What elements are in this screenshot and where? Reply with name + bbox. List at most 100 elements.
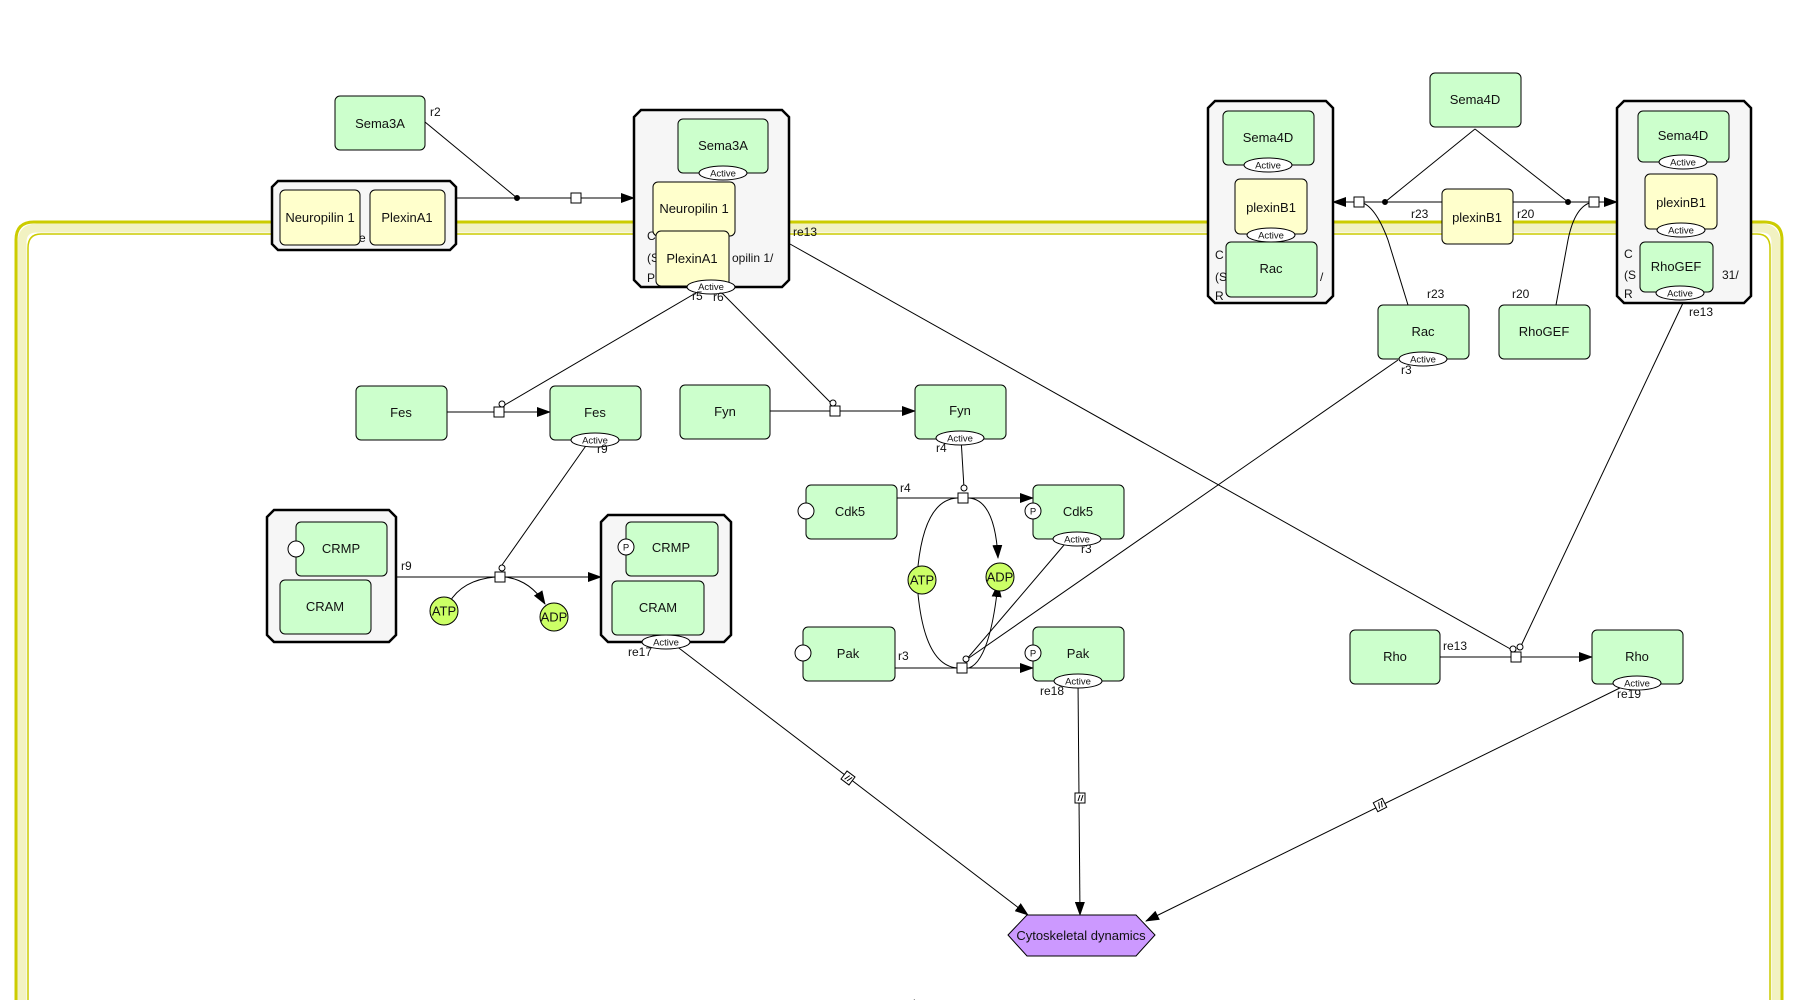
reaction-label-r3-rac: r3: [1401, 363, 1412, 377]
species-neuropilin1-in-complex[interactable]: Neuropilin 1: [652, 181, 736, 237]
reaction-label-re13: re13: [793, 225, 817, 239]
complex-sema4d-plexinb1-rhogef[interactable]: C (S R 31/ Sema4D Active plexinB1 Active…: [1615, 99, 1753, 305]
species-rho-active[interactable]: Rho Active: [1591, 629, 1684, 691]
edge-r6-modulator: [715, 286, 834, 406]
species-plexinb1-in-complex[interactable]: plexinB1 Active: [1234, 178, 1308, 243]
species-cdk5-phospho[interactable]: P Cdk5 Active: [1024, 484, 1125, 547]
svg-text:Rac: Rac: [1259, 261, 1283, 276]
process-square-icon: [1510, 651, 1522, 663]
edge-r3-atp: [917, 593, 958, 669]
svg-text:Cdk5: Cdk5: [1063, 504, 1093, 519]
svg-text:Rho: Rho: [1625, 649, 1649, 664]
species-fyn-active[interactable]: Fyn Active: [914, 384, 1007, 446]
complex-crmp-cram[interactable]: CRMP CRAM: [265, 508, 398, 644]
state-active: [641, 634, 691, 650]
svg-text:P: P: [1030, 649, 1036, 660]
cytosol-label-visible: cytosol: [878, 997, 915, 1000]
svg-text:R: R: [1215, 289, 1224, 303]
complex-sema3a-neuropilin-plexina1[interactable]: C (S opilin 1/ P Sema3A Active Neuropili…: [632, 108, 791, 295]
complex-neuropilin-plexina1[interactable]: Neuropilin 1 PlexinA1 e: [270, 179, 458, 252]
species-fes[interactable]: Fes: [355, 385, 448, 441]
species-cdk5[interactable]: Cdk5: [797, 484, 898, 540]
svg-text:Neuropilin 1: Neuropilin 1: [285, 210, 354, 225]
svg-text:/: /: [1320, 270, 1324, 284]
svg-text:CRMP: CRMP: [322, 541, 360, 556]
species-rhogef-in-complex3[interactable]: RhoGEF Active: [1639, 241, 1714, 301]
species-neuropilin1[interactable]: Neuropilin 1: [279, 189, 361, 246]
svg-text:Active: Active: [1258, 231, 1284, 242]
species-crmp-phospho[interactable]: P CRMP: [617, 521, 719, 577]
edge-r9-atp: [448, 576, 496, 604]
reaction-label-r20-rhogef: r20: [1512, 287, 1530, 301]
association-dot-icon: [1565, 199, 1571, 205]
cytosol-compartment[interactable]: [14, 220, 1784, 1000]
edge-r3-mod-rac: [965, 359, 1399, 661]
svg-text:Active: Active: [1410, 355, 1436, 366]
reaction-label-r6: r6: [713, 290, 724, 304]
species-sema3a-active[interactable]: Sema3A Active: [677, 118, 769, 181]
species-pak[interactable]: Pak: [794, 626, 896, 682]
svg-text:ADP: ADP: [541, 610, 568, 625]
modulation-circle-icon: [1509, 645, 1517, 653]
process-square-icon: [494, 571, 506, 583]
svg-text:Neuropilin 1: Neuropilin 1: [659, 201, 728, 216]
phospho-icon: [1024, 502, 1042, 520]
edge-r5-modulator: [502, 286, 707, 407]
edge-r23-sema4d: [1384, 128, 1476, 203]
state-active: [1398, 351, 1448, 367]
svg-text:Active: Active: [582, 436, 608, 447]
species-crmp[interactable]: CRMP: [287, 521, 388, 577]
modulation-circle-icon: [1516, 643, 1524, 651]
species-sema4d-in-complex3[interactable]: Sema4D Active: [1637, 110, 1730, 170]
reaction-label-r9: r9: [401, 559, 412, 573]
species-adp-r9[interactable]: ADP: [539, 602, 569, 632]
phenotype-cytoskeletal-dynamics[interactable]: Cytoskeletal dynamics: [1007, 914, 1156, 957]
state-active: [1612, 675, 1662, 691]
species-pak-phospho[interactable]: P Pak Active: [1024, 626, 1125, 689]
species-fyn[interactable]: Fyn: [679, 384, 771, 440]
svg-text:P: P: [647, 271, 655, 285]
svg-text:C: C: [647, 229, 656, 243]
species-rac[interactable]: Rac Active: [1377, 304, 1470, 367]
svg-text:RhoGEF: RhoGEF: [1651, 259, 1702, 274]
reaction-label-re17: re17: [628, 645, 652, 659]
reaction-label-r3-cdk5: r3: [1081, 542, 1092, 556]
svg-text:R: R: [1624, 287, 1633, 301]
reaction-label-re18: re18: [1040, 684, 1064, 698]
edge-r4-atp: [917, 497, 958, 567]
association-dot-icon: [1382, 199, 1388, 205]
species-atp-cdk5-pak[interactable]: ATP: [907, 565, 937, 595]
species-rhogef[interactable]: RhoGEF: [1498, 304, 1591, 360]
reaction-label-re13-rhogef: re13: [1689, 305, 1713, 319]
species-atp-r9[interactable]: ATP: [429, 596, 459, 626]
reaction-label-r5: r5: [692, 289, 703, 303]
phospho-icon: [617, 538, 635, 556]
svg-text:Rho: Rho: [1383, 649, 1407, 664]
species-rho[interactable]: Rho: [1349, 629, 1441, 685]
species-rac-in-complex[interactable]: Rac: [1225, 241, 1318, 298]
species-plexina1-in-complex[interactable]: PlexinA1: [655, 230, 730, 287]
reaction-label-r23: r23: [1411, 207, 1429, 221]
species-plexinb1[interactable]: plexinB1: [1441, 188, 1514, 245]
species-cram-in-complex[interactable]: CRAM: [611, 580, 705, 636]
svg-text:Fyn: Fyn: [949, 403, 971, 418]
species-sema3a[interactable]: Sema3A: [334, 95, 426, 151]
species-sema4d[interactable]: Sema4D: [1429, 72, 1522, 128]
edge-r23-rac: [1359, 201, 1409, 306]
species-adp-cdk5-pak[interactable]: ADP: [985, 562, 1015, 592]
svg-text:Sema3A: Sema3A: [698, 138, 748, 153]
complex-crmp-p-cram[interactable]: P CRMP CRAM Active: [599, 513, 733, 650]
svg-text:Active: Active: [1624, 679, 1650, 690]
svg-text:opilin 1/: opilin 1/: [732, 251, 774, 265]
species-sema4d-in-complex[interactable]: Sema4D Active: [1222, 110, 1315, 173]
svg-text:Sema3A: Sema3A: [355, 116, 405, 131]
species-fes-active[interactable]: Fes Active: [549, 385, 642, 448]
svg-text:ADP: ADP: [987, 570, 1014, 585]
svg-text:Active: Active: [1064, 535, 1090, 546]
species-cram[interactable]: CRAM: [279, 579, 372, 635]
svg-text:ATP: ATP: [910, 573, 934, 588]
species-plexinb1-in-complex3[interactable]: plexinB1 Active: [1644, 173, 1718, 238]
species-plexina1[interactable]: PlexinA1: [369, 189, 446, 246]
svg-text:PlexinA1: PlexinA1: [381, 210, 432, 225]
complex-sema4d-plexinb1-rac[interactable]: C (S R / Sema4D Active plexinB1 Active R…: [1206, 99, 1335, 305]
